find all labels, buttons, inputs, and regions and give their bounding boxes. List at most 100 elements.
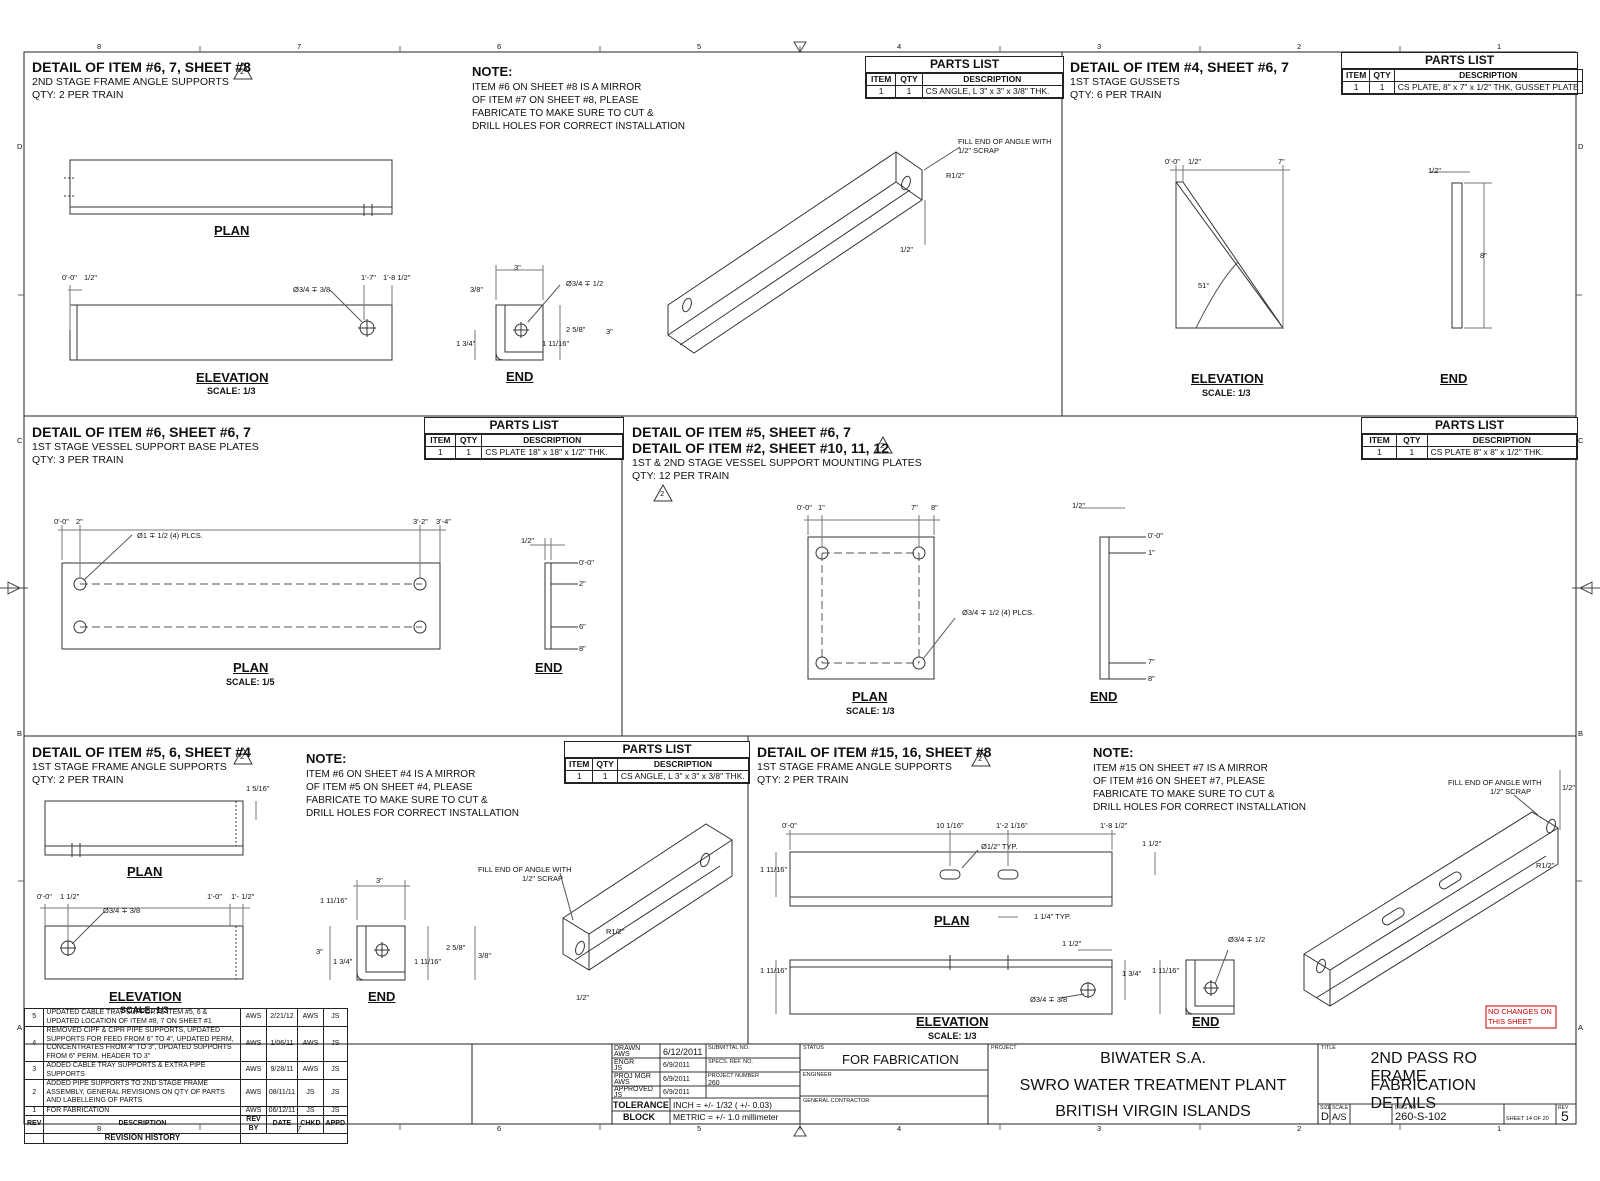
grid-col-label: 5	[697, 42, 702, 51]
revision-history-title: REVISION HISTORY	[43, 1133, 242, 1144]
dim-text: R1/2"	[1536, 861, 1555, 870]
dim-text: Ø3/4 ∓ 3/8	[103, 906, 141, 915]
view-label-end: END	[368, 989, 396, 1004]
dim-text: 1 3/4"	[333, 957, 353, 966]
detail-subtitle: 1ST STAGE FRAME ANGLE SUPPORTS	[757, 761, 952, 773]
tb-date: 6/9/2011	[663, 1089, 690, 1096]
dim-text: 1/2"	[900, 245, 914, 254]
tb-value: JS	[614, 1065, 623, 1072]
tb-label: ENGR	[614, 1059, 635, 1066]
parts-list-title: PARTS LIST	[866, 57, 1063, 73]
dim-text: Ø3/4 ∓ 1/2	[1228, 935, 1266, 944]
dim-text: 2"	[76, 517, 83, 526]
grid-col-label: 6	[497, 42, 502, 51]
grid-col-label: 5	[697, 1124, 702, 1133]
view-label-plan: PLAN	[214, 223, 250, 238]
rev-header: APPD	[322, 1115, 349, 1134]
dim-text: 1 3/4"	[456, 339, 476, 348]
dim-text: Ø3/4 ∓ 3/8	[293, 285, 331, 294]
drawing-title-2: FABRICATION DETAILS	[1370, 1077, 1477, 1112]
dim-text: 6"	[579, 622, 586, 631]
dim-text: R1/2"	[946, 171, 965, 180]
tb-label: ENGINEER	[803, 1072, 832, 1078]
dim-text: 1/2"	[1072, 501, 1086, 510]
detail-qty: QTY: 3 PER TRAIN	[32, 454, 124, 466]
cell-desc: CS PLATE 8" x 8" x 1/2" THK.	[1426, 446, 1578, 459]
grid-col-label: 4	[897, 42, 902, 51]
grid-row-label: C	[1578, 436, 1584, 445]
dim-text: 7"	[1278, 157, 1285, 166]
dim-text: 1/2" SCRAP	[522, 874, 564, 883]
dim-text: 1'-0"	[207, 892, 222, 901]
view-label-end: END	[506, 369, 534, 384]
dim-text: 0'-0"	[62, 273, 77, 282]
tb-value: JS	[614, 1092, 623, 1099]
scale-label: SCALE: 1/3	[1202, 388, 1251, 398]
dim-text: 1/2"	[1562, 783, 1576, 792]
dim-text: 1 11/16"	[760, 865, 788, 874]
revision-marker: 2	[240, 67, 245, 76]
dim-text: 0'-0"	[782, 821, 797, 830]
dim-text: 3"	[316, 947, 323, 956]
dim-text: 1/2"	[1188, 157, 1202, 166]
detail-title: DETAIL OF ITEM #5, 6, SHEET #4	[32, 744, 251, 760]
tb-label: PROJ MGR	[614, 1073, 651, 1080]
tb-label: SUBMITTAL NO.	[708, 1045, 750, 1051]
detail-subtitle: 1ST STAGE VESSEL SUPPORT BASE PLATES	[32, 441, 259, 453]
view-label-plan: PLAN	[852, 689, 888, 704]
tb-label: SCALE	[1332, 1105, 1349, 1111]
dim-text: 1'-8 1/2"	[383, 273, 411, 282]
dim-text: 7"	[1148, 657, 1155, 666]
detail-qty: QTY: 12 PER TRAIN	[632, 470, 730, 482]
note-line: ITEM #6 ON SHEET #4 IS A MIRROR	[306, 769, 476, 780]
parts-list-title: PARTS LIST	[1362, 418, 1577, 434]
cell-qty: 1	[1369, 81, 1395, 94]
dim-text: 2 5/8"	[566, 325, 586, 334]
grid-col-label: 1	[1497, 1124, 1502, 1133]
dim-text: 1/2" SCRAP	[1490, 787, 1532, 796]
tb-date: 6/9/2011	[663, 1076, 690, 1083]
dim-text: 7"	[911, 503, 918, 512]
cell-desc: CS PLATE, 8" x 7" x 1/2" THK, GUSSET PLA…	[1393, 81, 1583, 94]
grid-row-label: D	[17, 142, 23, 151]
note-line: DRILL HOLES FOR CORRECT INSTALLATION	[306, 808, 520, 819]
company-name: BIWATER S.A.	[1100, 1050, 1206, 1067]
tolerance-metric: METRIC = +/- 1.0 millimeter	[673, 1112, 779, 1122]
rev-by: AWS	[240, 1026, 267, 1062]
note-line: FABRICATE TO MAKE SURE TO CUT &	[306, 795, 488, 806]
cell-item: 1	[865, 85, 897, 98]
project-name: SWRO WATER TREATMENT PLANT	[1019, 1077, 1287, 1094]
rev-no: 3	[23, 1061, 45, 1080]
rev-desc: ADDED PIPE SUPPORTS TO 2ND STAGE FRAME A…	[43, 1079, 242, 1107]
note-line: OF ITEM #5 ON SHEET #4, PLEASE	[306, 782, 473, 793]
cell-desc: CS PLATE 18" x 18" x 1/2" THK.	[481, 446, 623, 459]
parts-list-title: PARTS LIST	[565, 742, 749, 758]
scale-label: SCALE: 1/3	[846, 706, 895, 716]
cell-item: 1	[425, 446, 456, 459]
dim-text: Ø3/4 ∓ 1/2 (4) PLCS.	[962, 608, 1035, 617]
cell-qty: 1	[895, 85, 923, 98]
note-line: FABRICATE TO MAKE SURE TO CUT &	[472, 108, 654, 119]
view-label-plan: PLAN	[233, 660, 269, 675]
dim-text: 51°	[1198, 281, 1210, 290]
dim-text: 1/2"	[521, 536, 535, 545]
scale-value: A/S	[1332, 1112, 1347, 1122]
note-title: NOTE:	[306, 751, 347, 766]
dim-text: FILL END OF ANGLE WITH	[958, 137, 1052, 146]
revision-marker: 2	[240, 752, 245, 761]
cell-desc: CS ANGLE, L 3" x 3" x 3/8" THK.	[616, 770, 750, 783]
dim-text: 1 11/16"	[760, 966, 788, 975]
dim-text: 1 1/2"	[60, 892, 80, 901]
revision-marker: 2	[978, 754, 983, 763]
dim-text: 1 5/16"	[246, 784, 270, 793]
scale-label: SCALE: 1/5	[226, 677, 275, 687]
grid-col-label: 4	[897, 1124, 902, 1133]
rev-desc: REMOVED CIPF & CIPR PIPE SUPPORTS, UPDAT…	[43, 1026, 242, 1062]
